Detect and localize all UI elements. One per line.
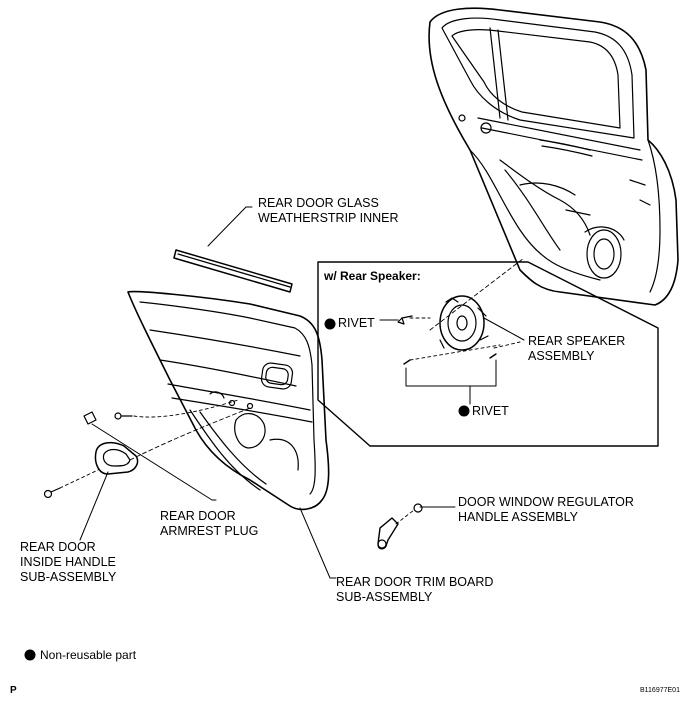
inset-title: w/ Rear Speaker: <box>324 269 421 284</box>
figure-code: B116977E01 <box>640 687 680 694</box>
rivet-bullet-icon <box>324 318 336 330</box>
label-line: ASSEMBLY <box>528 349 595 363</box>
label-line: SUB-ASSEMBLY <box>20 570 117 584</box>
regulator-handle-label: DOOR WINDOW REGULATOR HANDLE ASSEMBLY <box>458 495 634 525</box>
armrest-plug-label: REAR DOOR ARMREST PLUG <box>160 509 258 539</box>
rivet-text: RIVET <box>472 404 509 418</box>
label-line: SUB-ASSEMBLY <box>336 590 433 604</box>
label-line: ARMREST PLUG <box>160 524 259 538</box>
regulator-handle-part <box>377 503 456 550</box>
legend-bullet-icon <box>24 649 36 661</box>
inside-handle-part <box>43 407 251 541</box>
rivet-label-2: RIVET <box>472 404 509 419</box>
rivet-text: RIVET <box>338 316 375 330</box>
rivet-label-1: RIVET <box>338 316 375 331</box>
inset-title-text: w/ Rear Speaker: <box>324 269 421 283</box>
label-line: DOOR WINDOW REGULATOR <box>458 495 634 509</box>
page-letter: P <box>10 685 17 696</box>
legend-text: Non-reusable part <box>40 648 137 662</box>
armrest-plug-part <box>83 399 239 501</box>
trim-board-part <box>127 290 337 579</box>
label-line: REAR DOOR TRIM BOARD <box>336 575 494 589</box>
speaker-inset-box <box>317 257 659 447</box>
label-line: REAR DOOR <box>160 509 236 523</box>
label-line: INSIDE HANDLE <box>20 555 116 569</box>
label-line: HANDLE ASSEMBLY <box>458 510 578 524</box>
label-line: WEATHERSTRIP INNER <box>258 211 399 225</box>
label-line: REAR SPEAKER <box>528 334 626 348</box>
door-shell <box>428 7 679 306</box>
inside-handle-label: REAR DOOR INSIDE HANDLE SUB-ASSEMBLY <box>20 540 116 585</box>
label-line: REAR DOOR <box>20 540 96 554</box>
glass-weatherstrip-part <box>173 206 293 293</box>
label-line: REAR DOOR GLASS <box>258 196 379 210</box>
glass-weatherstrip-label: REAR DOOR GLASS WEATHERSTRIP INNER <box>258 196 399 226</box>
trim-board-label: REAR DOOR TRIM BOARD SUB-ASSEMBLY <box>336 575 493 605</box>
rivet-bullet-icon <box>458 405 470 417</box>
speaker-label: REAR SPEAKER ASSEMBLY <box>528 334 625 364</box>
